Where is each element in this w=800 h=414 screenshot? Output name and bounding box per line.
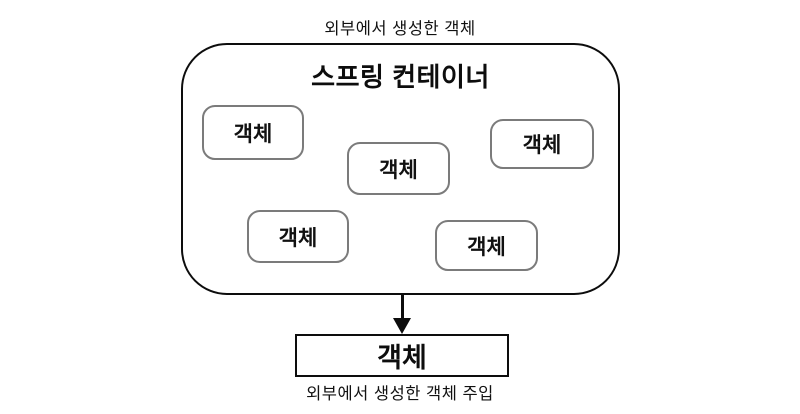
object-box: 객체 (490, 119, 594, 169)
object-box: 객체 (247, 210, 349, 263)
injected-object-box: 객체 (295, 334, 509, 377)
object-box: 객체 (202, 105, 304, 160)
object-box: 객체 (347, 142, 450, 195)
down-arrow-head-icon (393, 318, 411, 334)
down-arrow-icon (401, 295, 404, 320)
spring-container-box: 스프링 컨테이너 객체 객체 객체 객체 객체 (181, 43, 620, 295)
injection-caption: 외부에서 생성한 객체 주입 (306, 385, 494, 403)
spring-container-title: 스프링 컨테이너 (311, 62, 490, 92)
external-object-caption: 외부에서 생성한 객체 (324, 20, 476, 38)
object-box: 객체 (435, 220, 538, 271)
